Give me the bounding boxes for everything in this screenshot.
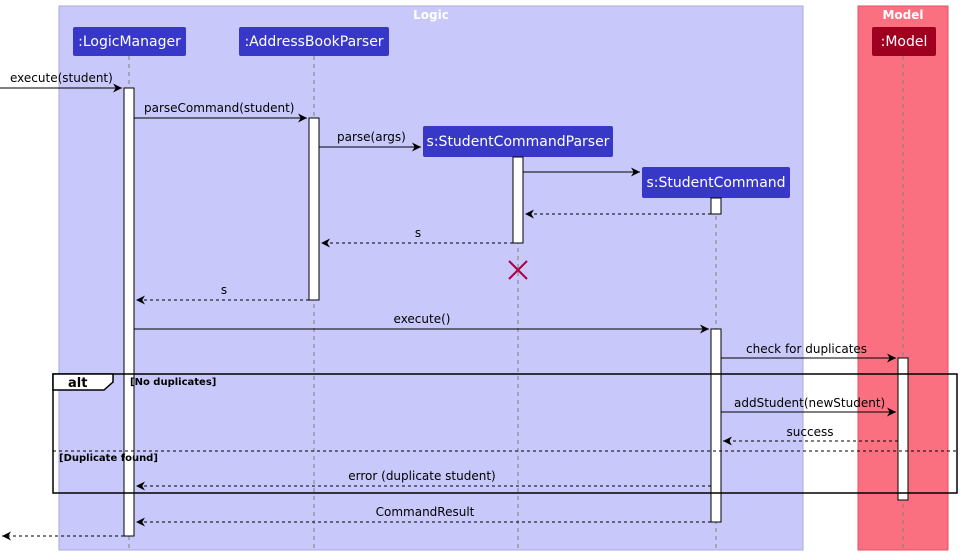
logic-box-title: Logic	[413, 8, 449, 22]
activation-logic-manager	[123, 87, 135, 537]
participant-logic-manager[interactable]	[73, 27, 186, 56]
logic-box	[58, 5, 804, 551]
participant-model-label: :Model	[881, 34, 928, 50]
participant-logic-manager-label: :LogicManager	[78, 34, 181, 50]
participant-address-book-parser-label: :AddressBookParser	[244, 34, 383, 50]
participant-model[interactable]	[872, 27, 936, 56]
participant-student-command-label: s:StudentCommand	[646, 175, 785, 191]
alt-fragment	[52, 373, 958, 494]
message-label-4: s	[415, 226, 421, 240]
message-label-1: execute(student)	[10, 71, 113, 85]
destroy-mark	[508, 260, 528, 280]
message-label-3: parse(args)	[337, 130, 406, 144]
participant-student-command-parser[interactable]	[423, 126, 613, 157]
participant-student-command-parser-label: s:StudentCommandParser	[427, 134, 610, 150]
message-label-2: parseCommand(student)	[144, 101, 294, 115]
message-label-10: error (duplicate student)	[348, 469, 495, 483]
activation-student-command-parser	[512, 156, 524, 244]
alt-fragment-tab	[52, 373, 114, 391]
message-label-6: execute()	[394, 312, 451, 326]
participant-student-command[interactable]	[642, 167, 790, 198]
message-label-5: s	[221, 283, 227, 297]
message-label-11: CommandResult	[376, 505, 475, 519]
message-label-9: success	[787, 425, 834, 439]
activation-parser	[308, 117, 320, 301]
message-label-8: addStudent(newStudent)	[734, 396, 885, 410]
message-label-7: check for duplicates	[746, 342, 867, 356]
activation-student-command-execute	[710, 328, 722, 523]
alt-guard-duplicate-found: [Duplicate found]	[59, 453, 158, 464]
alt-guard-no-duplicates: [No duplicates]	[130, 377, 216, 388]
participant-address-book-parser[interactable]	[239, 27, 389, 56]
activation-model	[897, 357, 909, 501]
activation-student-command-create	[710, 197, 722, 215]
alt-keyword: alt	[68, 376, 87, 391]
model-box-title: Model	[882, 8, 923, 22]
